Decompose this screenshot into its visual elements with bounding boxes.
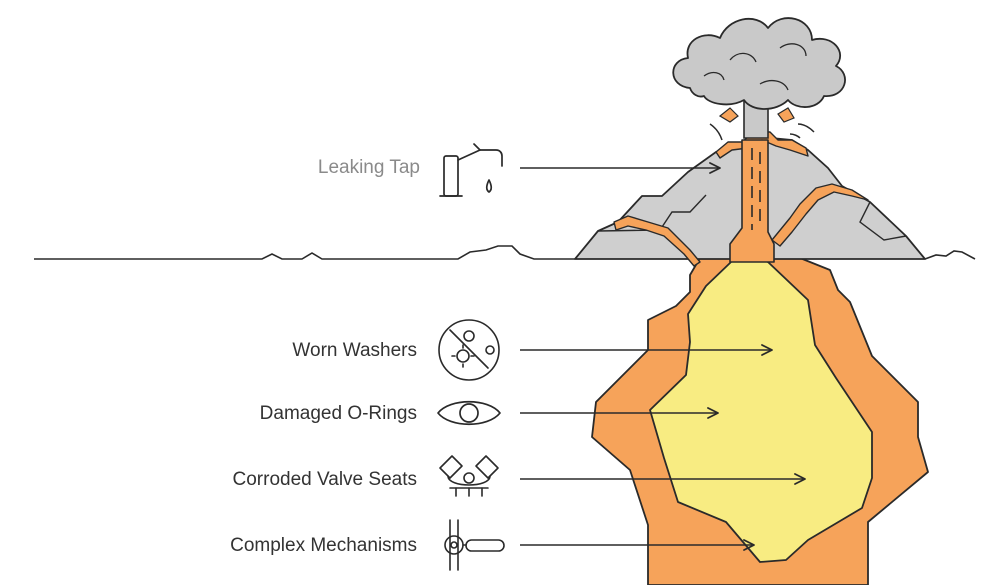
lava-splash-1 [718,107,739,123]
ground-line [34,245,976,260]
o-ring-icon [437,401,501,425]
lava-stream-right [771,183,869,247]
lava-stream-left [613,215,701,267]
valve-seat-icon [439,455,499,497]
label-corroded-valve-seats: Corroded Valve Seats [232,469,417,490]
splash-line-3 [789,133,801,139]
splash-line-1 [709,123,723,141]
mechanism-icon [444,519,505,571]
lava-conduit [729,139,775,263]
smoke-cloud-detail-2 [779,43,807,57]
smoke-cloud [672,17,846,110]
lava-chamber-inner [649,251,873,563]
label-complex-mechanisms: Complex Mechanisms [230,535,417,556]
mountain-ridge-left [597,194,707,232]
worn-washer-icon [438,319,500,381]
label-leaking-tap: Leaking Tap [317,157,420,178]
splash-line-2 [797,123,815,133]
smoke-cloud-detail-3 [759,79,789,91]
faucet-icon [439,143,503,197]
mountain-ridge-right [859,201,907,241]
smoke-cloud-detail-4 [703,71,725,81]
smoke-cloud-detail-1 [729,52,757,63]
label-damaged-o-rings: Damaged O-Rings [259,403,417,424]
lava-splash-2 [777,107,795,123]
label-worn-washers: Worn Washers [292,340,417,361]
